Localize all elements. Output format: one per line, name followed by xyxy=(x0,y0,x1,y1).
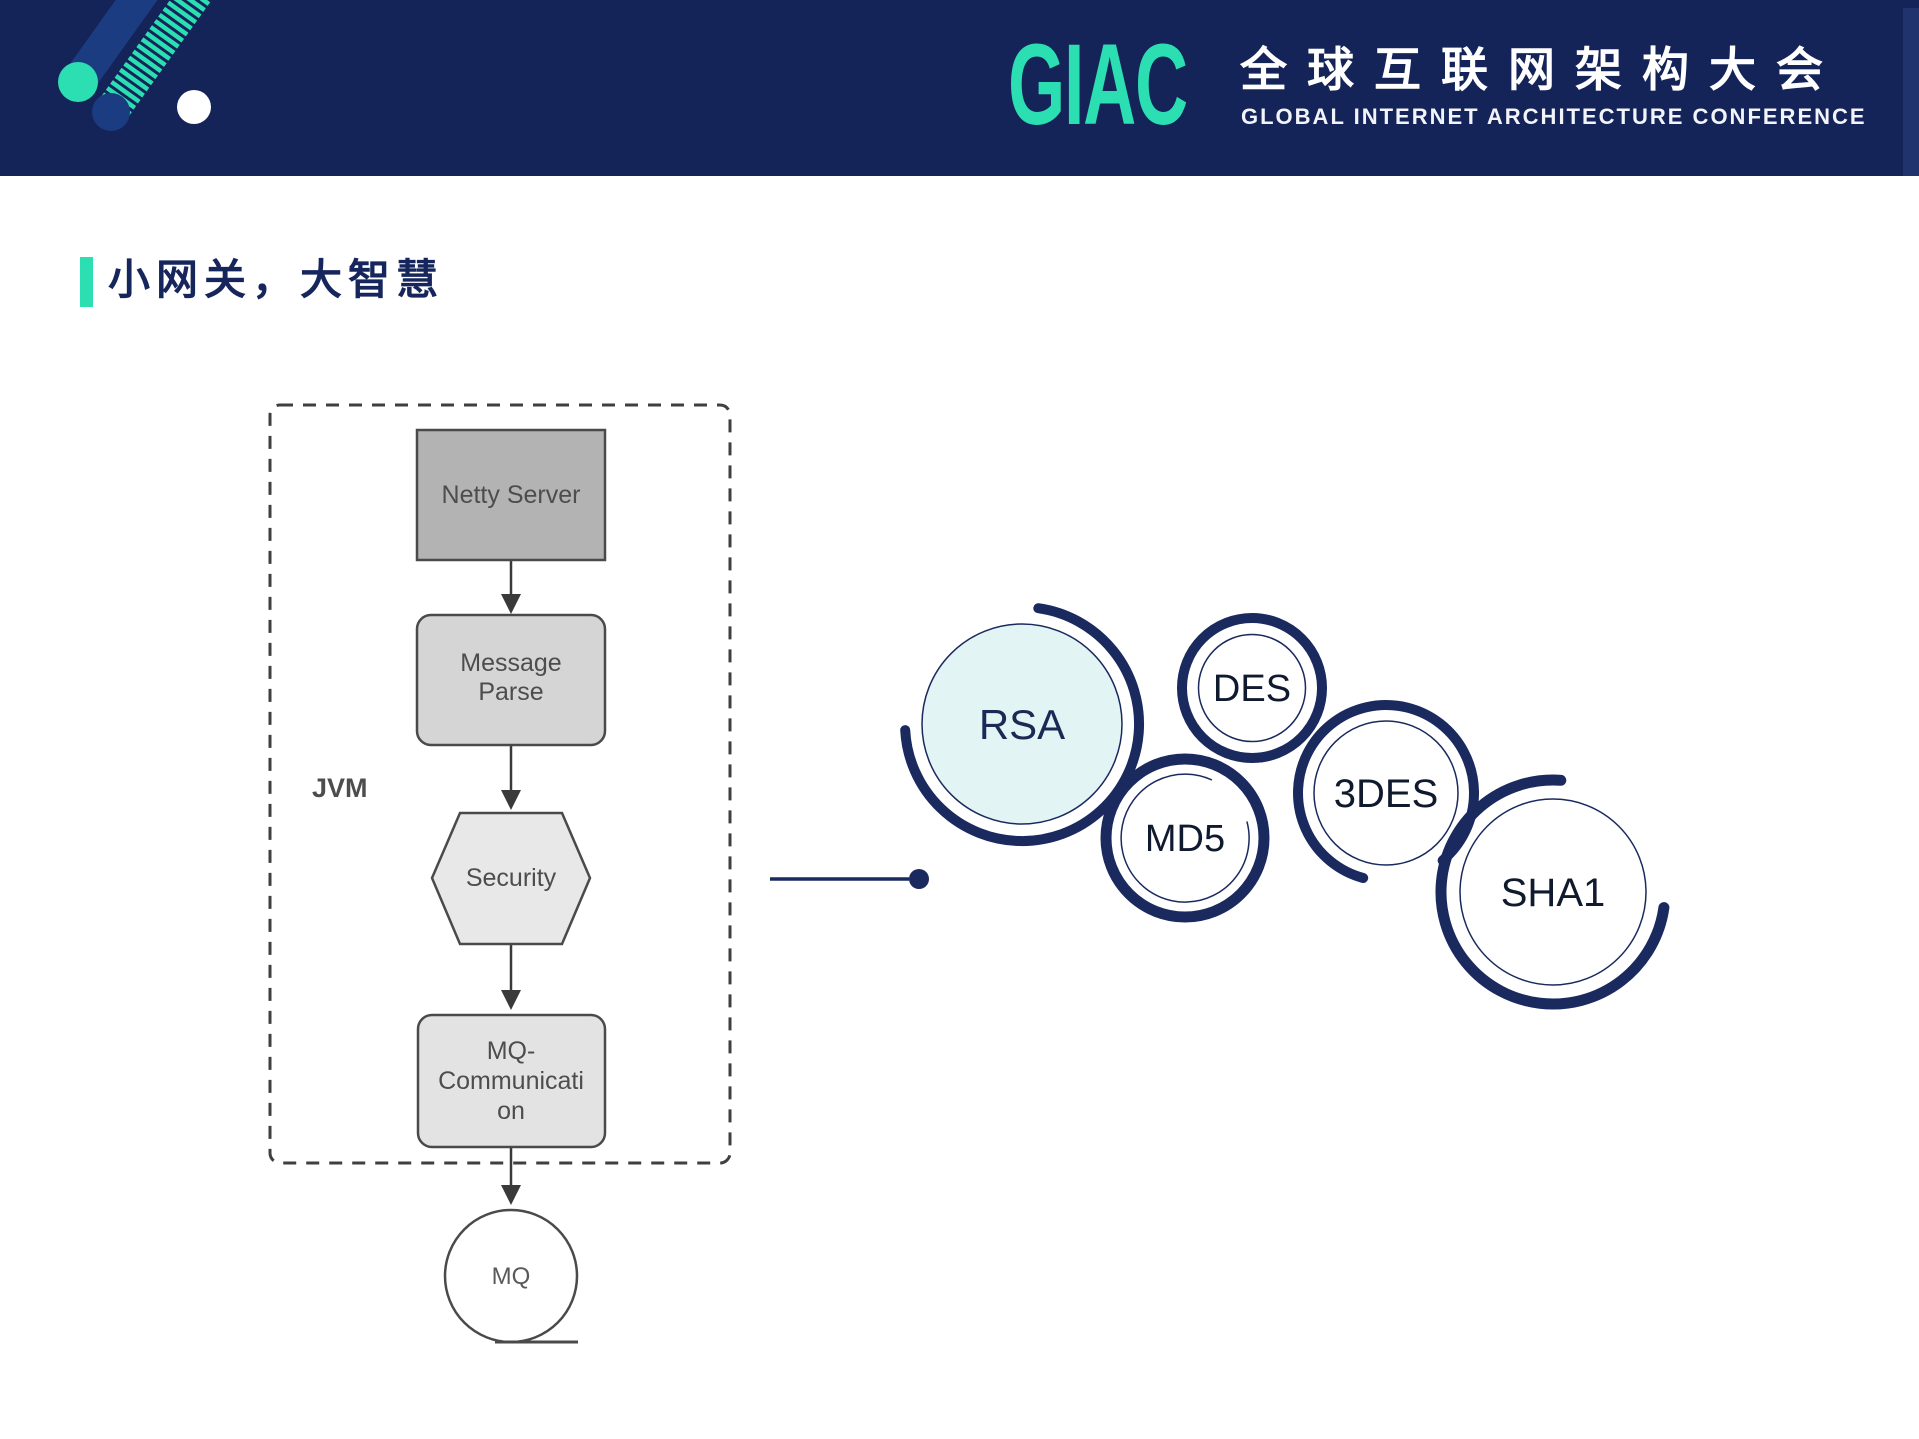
node-netty-server: Netty Server xyxy=(415,428,607,562)
algo-3des: 3DES xyxy=(1293,700,1479,883)
giac-wordmark: GIAC xyxy=(1008,21,1188,149)
node-mq: MQ xyxy=(443,1208,579,1344)
algo-des-label: DES xyxy=(1213,668,1291,710)
node-message-parse-label-1: Message xyxy=(460,649,561,677)
algo-rsa: RSA xyxy=(900,603,1145,847)
node-security: Security xyxy=(430,811,592,946)
node-mq-label: MQ xyxy=(492,1263,531,1290)
title-accent-bar xyxy=(80,257,93,307)
algo-sha1: SHA1 xyxy=(1435,774,1670,1010)
logo-teal-dot xyxy=(58,62,98,102)
jvm-container xyxy=(268,403,732,1165)
algorithm-cluster: RSA DES 3DES MD5 SHA1 xyxy=(900,603,1670,1010)
algo-md5: MD5 xyxy=(1100,753,1270,923)
algo-rsa-label: RSA xyxy=(979,701,1065,748)
node-mq-communication-label-1: MQ- xyxy=(487,1037,536,1065)
md5-inner-arc xyxy=(1120,773,1250,903)
3des-arc xyxy=(1293,700,1479,883)
jvm-label: JVM xyxy=(312,773,368,803)
node-security-label: Security xyxy=(466,864,557,892)
node-netty-server-label: Netty Server xyxy=(442,481,581,509)
algo-md5-label: MD5 xyxy=(1145,818,1225,860)
header-edge-accent xyxy=(1903,8,1919,176)
algo-3des-label: 3DES xyxy=(1334,772,1439,816)
algo-des: DES xyxy=(1177,613,1327,763)
node-mq-communication-label-2: Communicati xyxy=(438,1067,584,1095)
logo-blue-dot xyxy=(92,93,130,131)
node-mq-communication-label-3: on xyxy=(497,1097,525,1125)
node-mq-communication: MQ- Communicati on xyxy=(416,1013,607,1149)
page-title: 小网关，大智慧 xyxy=(108,256,445,303)
conference-title-en: GLOBAL INTERNET ARCHITECTURE CONFERENCE xyxy=(1241,104,1867,129)
algo-sha1-label: SHA1 xyxy=(1501,871,1606,915)
node-message-parse: Message Parse xyxy=(415,613,607,747)
header-bar: GIAC 全球互联网架构大会 GLOBAL INTERNET ARCHITECT… xyxy=(0,0,1919,176)
conference-title-zh: 全球互联网架构大会 xyxy=(1240,43,1843,96)
rsa-arc xyxy=(900,603,1145,847)
logo-white-dot xyxy=(177,90,211,124)
flow-arrows xyxy=(501,560,521,1205)
node-message-parse-label-2: Parse xyxy=(478,678,543,706)
giac-logo-icon xyxy=(58,0,212,131)
sha1-arc xyxy=(1435,774,1670,1010)
connector-line xyxy=(770,869,929,889)
